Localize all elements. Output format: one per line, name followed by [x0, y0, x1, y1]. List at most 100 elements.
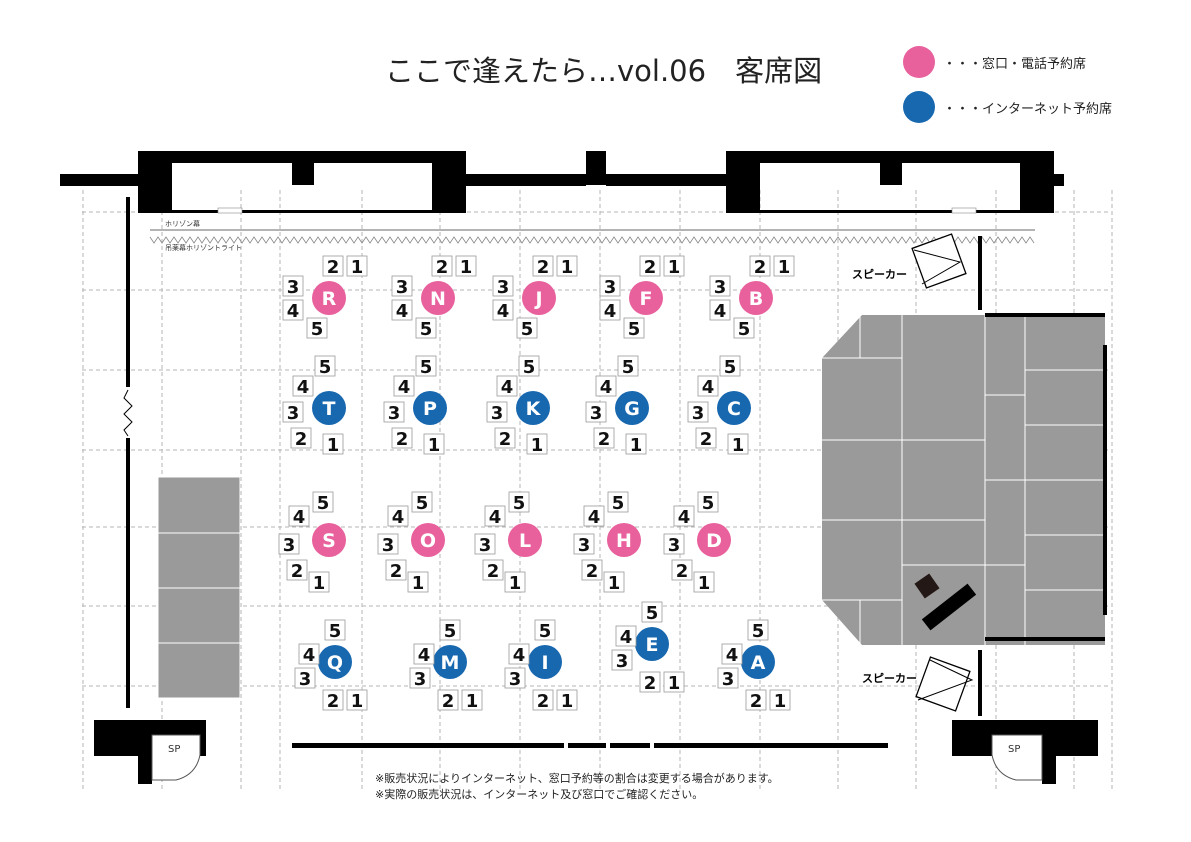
seat-n-3[interactable]: 3 — [391, 275, 413, 298]
seat-m-3[interactable]: 3 — [409, 667, 431, 690]
seat-t-2[interactable]: 2 — [290, 427, 312, 450]
seat-j-4[interactable]: 4 — [492, 299, 514, 322]
seat-l-4[interactable]: 4 — [484, 505, 506, 528]
seat-k-5[interactable]: 5 — [518, 355, 540, 378]
seat-h-2[interactable]: 2 — [581, 559, 603, 582]
table-circle[interactable] — [312, 281, 346, 315]
seat-h-1[interactable]: 1 — [603, 571, 625, 594]
seat-d-3[interactable]: 3 — [663, 533, 685, 556]
seat-b-1[interactable]: 1 — [773, 255, 795, 278]
seat-c-3[interactable]: 3 — [687, 401, 709, 424]
seat-a-1[interactable]: 1 — [769, 689, 791, 712]
table-circle[interactable] — [413, 391, 447, 425]
seat-r-3[interactable]: 3 — [282, 275, 304, 298]
seat-m-1[interactable]: 1 — [461, 689, 483, 712]
seat-b-2[interactable]: 2 — [749, 255, 771, 278]
seat-l-3[interactable]: 3 — [474, 533, 496, 556]
seat-i-4[interactable]: 4 — [508, 643, 530, 666]
table-circle[interactable] — [615, 391, 649, 425]
seat-s-2[interactable]: 2 — [286, 559, 308, 582]
table-circle[interactable] — [312, 523, 346, 557]
seat-q-4[interactable]: 4 — [298, 643, 320, 666]
seat-a-2[interactable]: 2 — [745, 689, 767, 712]
seat-c-2[interactable]: 2 — [695, 427, 717, 450]
seat-r-5[interactable]: 5 — [306, 317, 328, 340]
seat-s-1[interactable]: 1 — [308, 571, 330, 594]
seat-i-3[interactable]: 3 — [504, 667, 526, 690]
seat-k-1[interactable]: 1 — [526, 433, 548, 456]
table-circle[interactable] — [421, 281, 455, 315]
seat-e-4[interactable]: 4 — [615, 625, 637, 648]
seat-j-3[interactable]: 3 — [492, 275, 514, 298]
seat-k-4[interactable]: 4 — [496, 375, 518, 398]
seat-q-2[interactable]: 2 — [322, 689, 344, 712]
seat-l-2[interactable]: 2 — [482, 559, 504, 582]
seat-n-5[interactable]: 5 — [415, 317, 437, 340]
seat-o-4[interactable]: 4 — [387, 505, 409, 528]
seat-q-3[interactable]: 3 — [294, 667, 316, 690]
seat-i-1[interactable]: 1 — [556, 689, 578, 712]
seat-b-4[interactable]: 4 — [709, 299, 731, 322]
table-circle[interactable] — [739, 281, 773, 315]
seat-r-2[interactable]: 2 — [322, 255, 344, 278]
seat-p-4[interactable]: 4 — [393, 375, 415, 398]
seat-f-5[interactable]: 5 — [623, 317, 645, 340]
table-circle[interactable] — [717, 391, 751, 425]
seat-d-2[interactable]: 2 — [671, 559, 693, 582]
seat-t-4[interactable]: 4 — [292, 375, 314, 398]
seat-j-1[interactable]: 1 — [556, 255, 578, 278]
table-circle[interactable] — [411, 523, 445, 557]
seat-j-5[interactable]: 5 — [516, 317, 538, 340]
seat-m-5[interactable]: 5 — [439, 619, 461, 642]
seat-o-3[interactable]: 3 — [377, 533, 399, 556]
seat-c-5[interactable]: 5 — [719, 355, 741, 378]
seat-f-4[interactable]: 4 — [599, 299, 621, 322]
seat-e-3[interactable]: 3 — [611, 649, 633, 672]
seat-b-3[interactable]: 3 — [709, 275, 731, 298]
seat-p-3[interactable]: 3 — [383, 401, 405, 424]
table-circle[interactable] — [635, 627, 669, 661]
seat-g-2[interactable]: 2 — [593, 427, 615, 450]
table-circle[interactable] — [607, 523, 641, 557]
seat-q-5[interactable]: 5 — [324, 619, 346, 642]
seat-g-5[interactable]: 5 — [617, 355, 639, 378]
seat-l-5[interactable]: 5 — [508, 491, 530, 514]
table-circle[interactable] — [516, 391, 550, 425]
table-circle[interactable] — [508, 523, 542, 557]
seat-g-3[interactable]: 3 — [585, 401, 607, 424]
seat-c-1[interactable]: 1 — [727, 433, 749, 456]
seat-s-3[interactable]: 3 — [278, 533, 300, 556]
seat-a-4[interactable]: 4 — [721, 643, 743, 666]
table-circle[interactable] — [697, 523, 731, 557]
seat-m-4[interactable]: 4 — [413, 643, 435, 666]
seat-e-5[interactable]: 5 — [641, 601, 663, 624]
seat-n-2[interactable]: 2 — [431, 255, 453, 278]
table-circle[interactable] — [522, 281, 556, 315]
seat-i-5[interactable]: 5 — [534, 619, 556, 642]
seat-t-1[interactable]: 1 — [322, 433, 344, 456]
table-circle[interactable] — [528, 645, 562, 679]
seat-i-2[interactable]: 2 — [532, 689, 554, 712]
seat-l-1[interactable]: 1 — [504, 571, 526, 594]
seat-p-1[interactable]: 1 — [423, 433, 445, 456]
seat-f-3[interactable]: 3 — [599, 275, 621, 298]
seat-f-2[interactable]: 2 — [639, 255, 661, 278]
seat-k-2[interactable]: 2 — [494, 427, 516, 450]
seat-t-3[interactable]: 3 — [282, 401, 304, 424]
seat-n-1[interactable]: 1 — [455, 255, 477, 278]
